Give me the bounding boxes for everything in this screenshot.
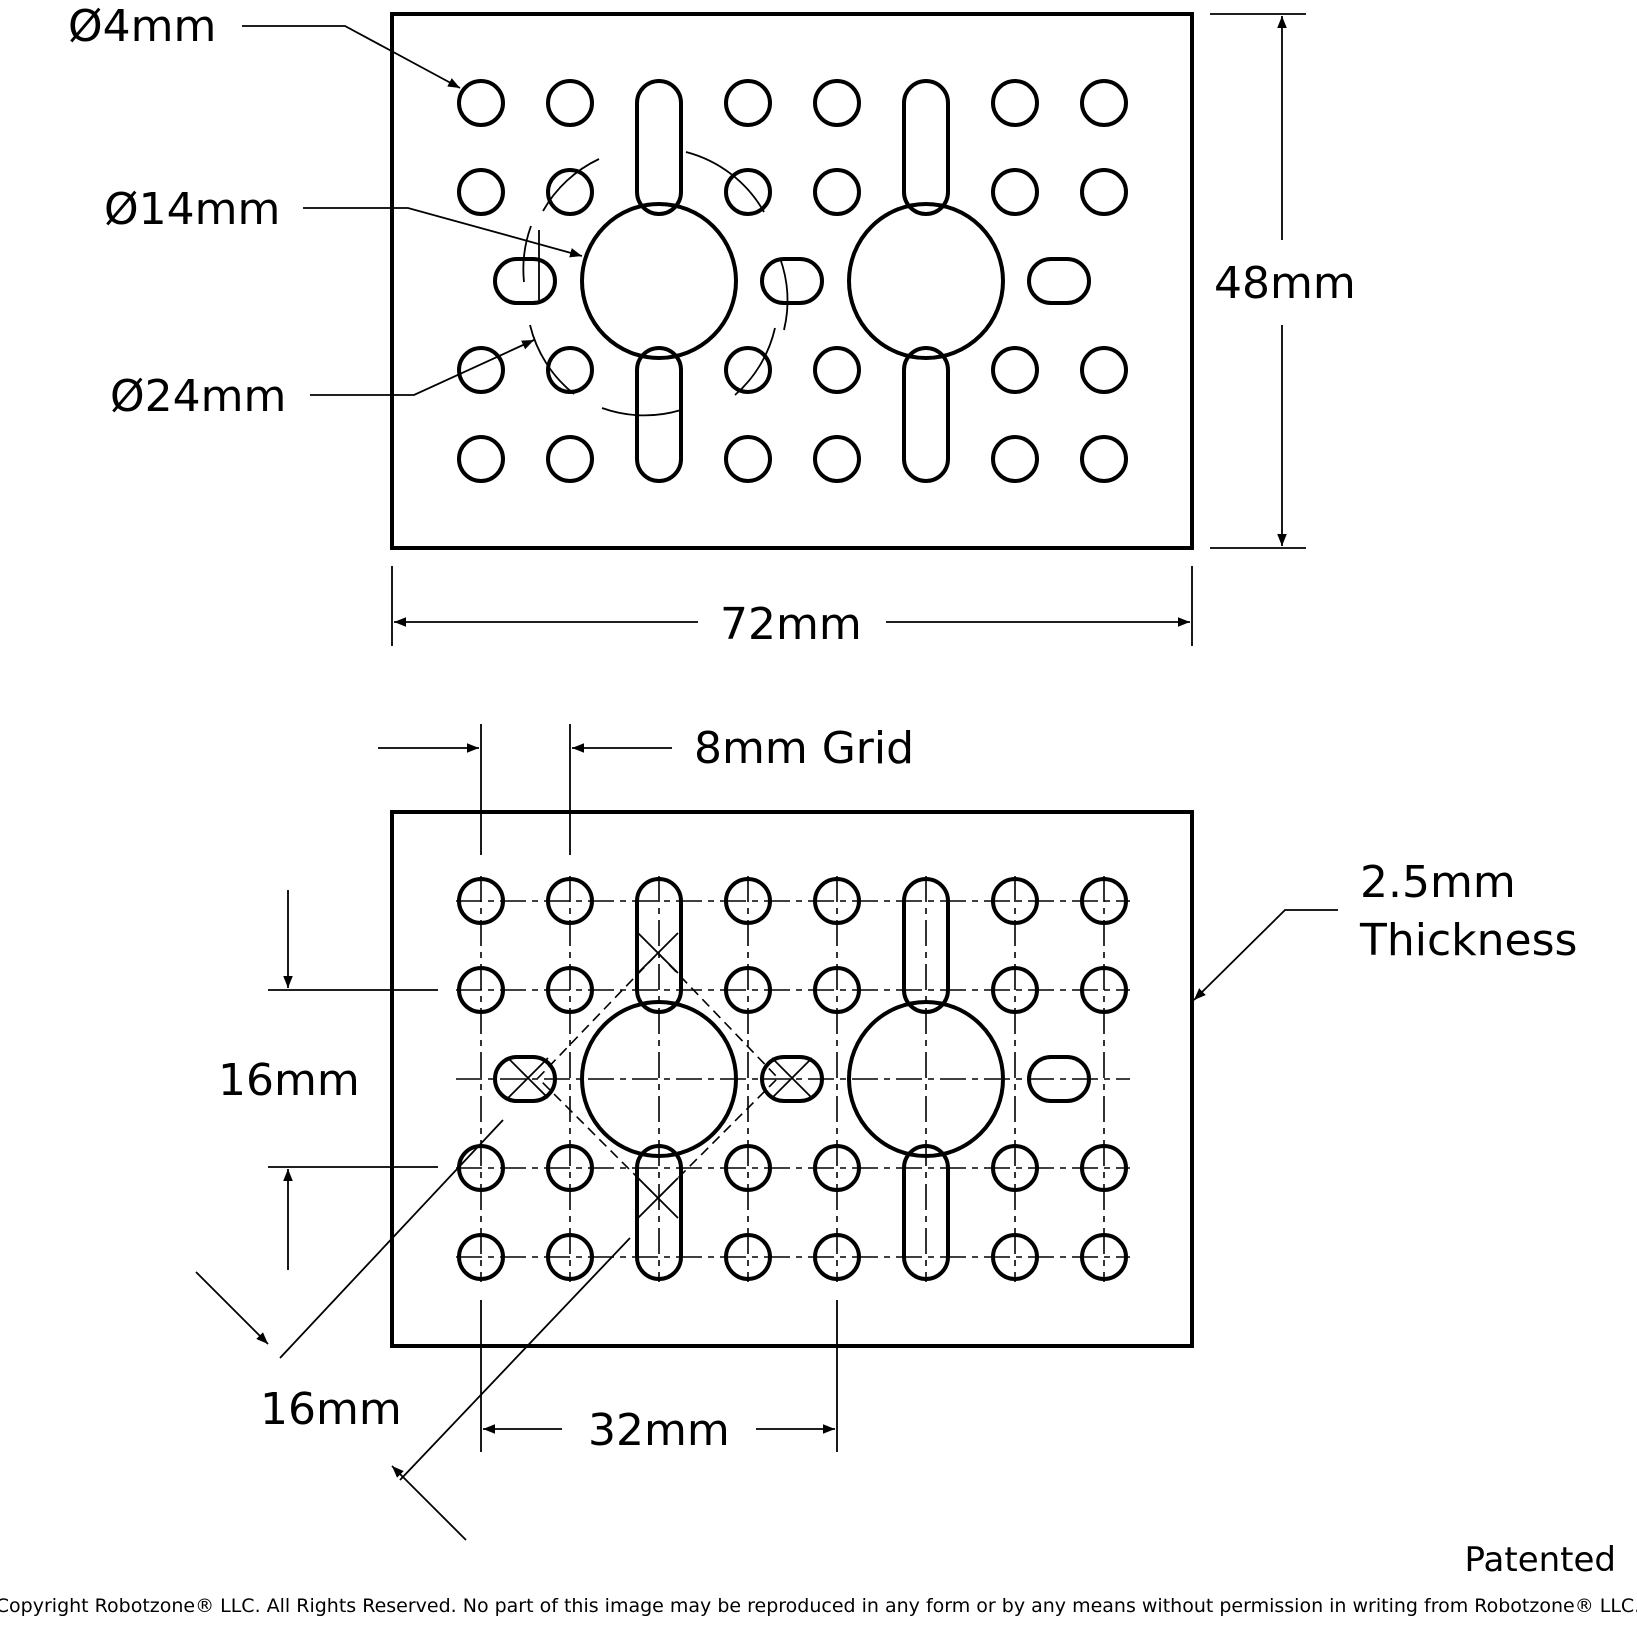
- mounting-hole: [546, 346, 594, 394]
- cross-mark: [771, 1057, 813, 1099]
- cross-mark: [507, 1057, 549, 1099]
- mounting-hole: [724, 79, 772, 127]
- horizontal-slot: [760, 257, 824, 305]
- vertical-slot: [902, 79, 950, 216]
- mounting-hole: [813, 435, 861, 483]
- horizontal-spacing-dimension: 32mm: [480, 1300, 838, 1456]
- hole-diameter-callout: Ø4mm: [68, 1, 461, 89]
- mounting-hole: [546, 79, 594, 127]
- mounting-hole: [546, 168, 594, 216]
- mounting-hole: [991, 435, 1039, 483]
- center-bore: [847, 202, 1005, 360]
- height-dimension: 48mm: [1210, 13, 1356, 549]
- horizontal-slot: [1027, 257, 1091, 305]
- mounting-hole: [1080, 435, 1128, 483]
- top-hole-pattern: [457, 79, 1128, 483]
- mounting-hole: [813, 346, 861, 394]
- mounting-hole: [813, 168, 861, 216]
- vertical-spacing-dimension: 16mm: [218, 890, 438, 1270]
- mounting-hole: [1080, 79, 1128, 127]
- diagonal-spacing-label: 16mm: [260, 1384, 402, 1435]
- mounting-hole: [457, 346, 505, 394]
- bolt-circle-callout: Ø24mm: [110, 339, 535, 422]
- patent-note: Patented: [1465, 1540, 1616, 1580]
- grid-dimension: 8mm Grid: [378, 723, 914, 855]
- mounting-hole: [724, 435, 772, 483]
- vertical-slot: [635, 79, 683, 216]
- mounting-hole: [1080, 168, 1128, 216]
- mounting-hole: [724, 168, 772, 216]
- bolt-circle-arcs: [522, 151, 789, 417]
- thickness-callout: 2.5mm Thickness: [1193, 857, 1577, 1001]
- diagonal-spacing-dimension: 16mm: [195, 1119, 631, 1541]
- top-view: Ø4mm Ø14mm Ø24mm 48mm 72mm: [68, 1, 1356, 650]
- bore-diameter-callout: Ø14mm: [104, 184, 583, 258]
- bolt-square-diamond: [536, 951, 780, 1200]
- mounting-hole: [457, 79, 505, 127]
- mounting-hole: [724, 346, 772, 394]
- bottom-plate-outline: [390, 810, 1194, 1348]
- mounting-hole: [813, 79, 861, 127]
- width-label: 72mm: [720, 599, 862, 650]
- vertical-slot: [902, 346, 950, 483]
- copyright-notice: Copyright Robotzone® LLC. All Rights Res…: [0, 1595, 1637, 1617]
- height-label: 48mm: [1214, 258, 1356, 309]
- thickness-label-line2: Thickness: [1359, 915, 1577, 966]
- mounting-hole: [991, 168, 1039, 216]
- mounting-hole: [1080, 346, 1128, 394]
- center-lines: [456, 876, 1130, 1282]
- bore-diameter-label: Ø14mm: [104, 184, 280, 235]
- bottom-view: 8mm Grid 2.5mm Thickness 16mm 16mm: [195, 723, 1577, 1541]
- vertical-spacing-label: 16mm: [218, 1055, 360, 1106]
- center-bore: [580, 202, 738, 360]
- mounting-hole: [546, 435, 594, 483]
- mounting-hole: [457, 435, 505, 483]
- top-plate-outline: [390, 12, 1194, 550]
- thickness-label-line1: 2.5mm: [1360, 857, 1516, 908]
- horizontal-slot: [493, 257, 557, 305]
- hole-diameter-label: Ø4mm: [68, 1, 216, 52]
- width-dimension: 72mm: [391, 566, 1193, 650]
- mounting-hole: [991, 346, 1039, 394]
- mounting-hole: [457, 168, 505, 216]
- horizontal-spacing-label: 32mm: [588, 1405, 730, 1456]
- bolt-circle-label: Ø24mm: [110, 371, 286, 422]
- mounting-hole: [991, 79, 1039, 127]
- grid-label: 8mm Grid: [694, 723, 914, 774]
